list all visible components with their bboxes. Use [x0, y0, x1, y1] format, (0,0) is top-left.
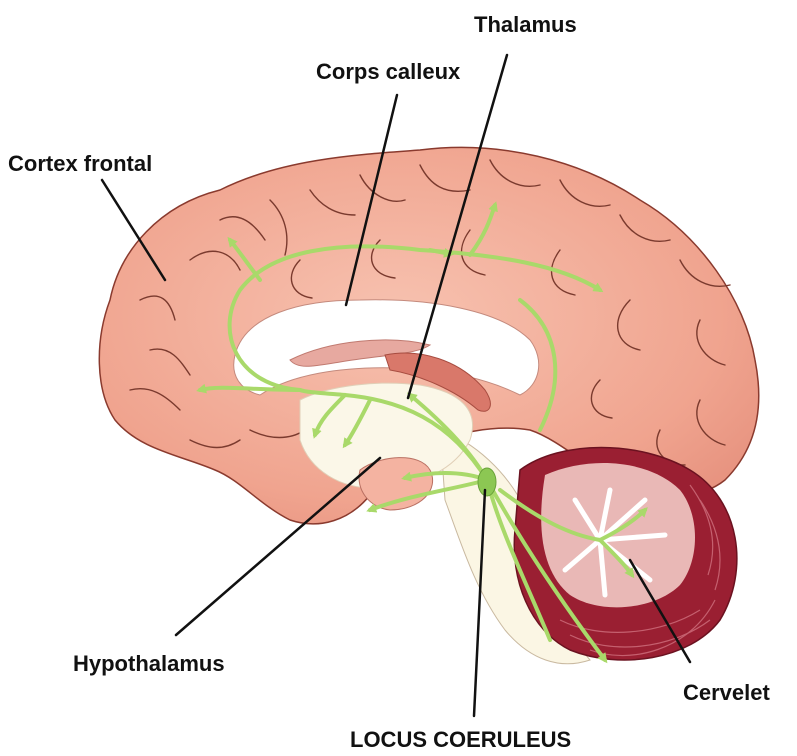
cerebellum — [514, 448, 737, 661]
label-cervelet: Cervelet — [683, 682, 770, 704]
label-corps-calleux: Corps calleux — [316, 61, 460, 83]
label-locus-coeruleus: LOCUS COERULEUS — [350, 729, 571, 751]
locus-coeruleus-nucleus — [478, 468, 496, 496]
label-cortex-frontal: Cortex frontal — [8, 153, 152, 175]
label-thalamus: Thalamus — [474, 14, 577, 36]
label-hypothalamus: Hypothalamus — [73, 653, 225, 675]
